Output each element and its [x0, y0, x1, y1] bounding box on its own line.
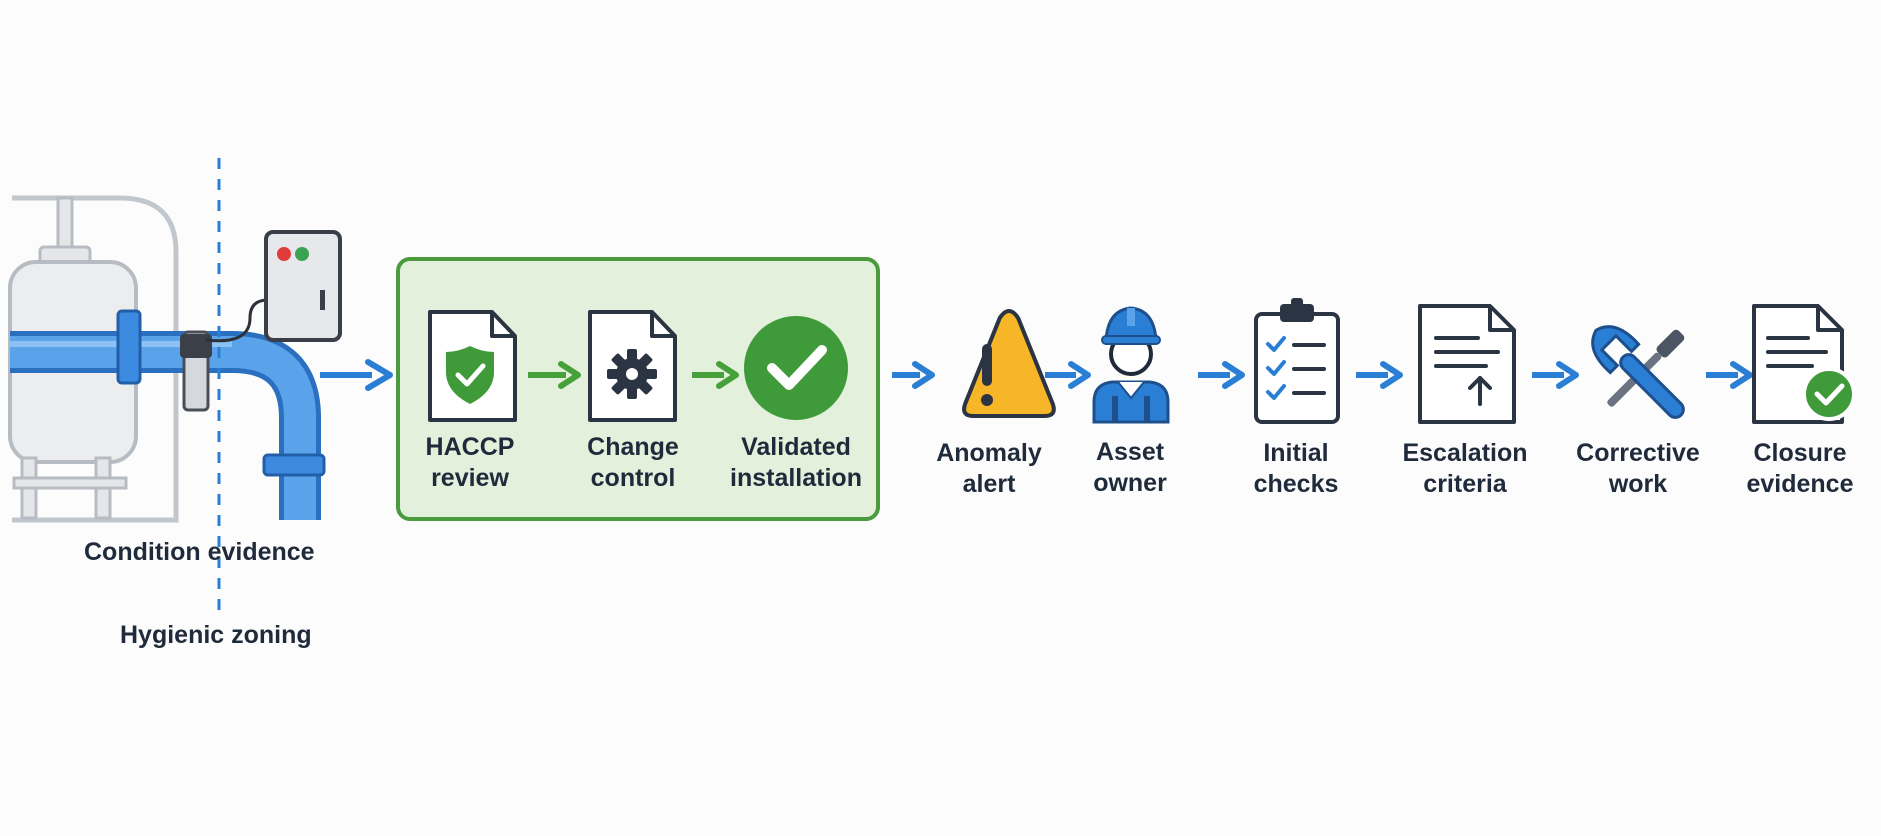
checkmark-circle-icon	[744, 316, 848, 420]
condition-evidence-label: Condition evidence	[84, 538, 315, 566]
flow-arrow-1	[320, 359, 393, 391]
sensor-clamp-icon	[180, 298, 269, 412]
flow-arrow-2	[892, 361, 935, 389]
flow-arrow-3	[1045, 361, 1091, 389]
wrench-screwdriver-icon	[1591, 325, 1685, 419]
flow-arrow-5	[1356, 361, 1403, 389]
flow-arrow-4	[1198, 361, 1245, 389]
escalation-document-icon	[1418, 304, 1516, 424]
gear-document-icon	[588, 310, 677, 422]
clipboard-checklist-icon	[1254, 298, 1340, 424]
hygienic-zoning-label: Hygienic zoning	[120, 621, 312, 649]
worker-hardhat-icon	[1092, 306, 1170, 424]
shield-document-icon	[428, 310, 517, 422]
panel-arrow-1	[528, 361, 581, 389]
tank-icon	[8, 195, 179, 523]
pipe-icon	[10, 309, 326, 520]
flow-arrow-6	[1532, 361, 1579, 389]
panel-arrow-2	[692, 361, 739, 389]
flow-arrow-7	[1706, 361, 1753, 389]
closure-document-icon	[1752, 304, 1856, 424]
control-box-icon	[264, 230, 342, 342]
warning-triangle-icon	[962, 309, 1056, 418]
